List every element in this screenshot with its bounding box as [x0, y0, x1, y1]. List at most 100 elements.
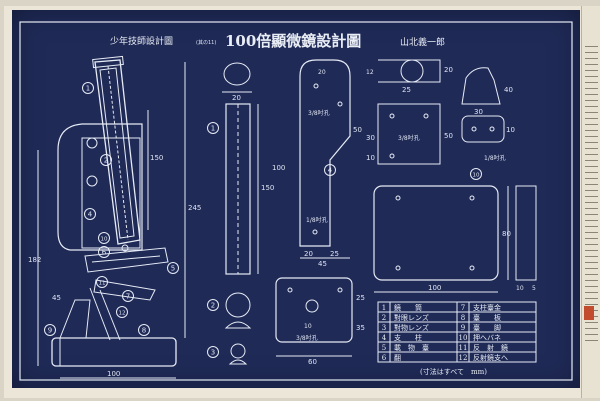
tube-drawing: 20 150 100	[222, 62, 285, 275]
eyepiece	[92, 55, 124, 69]
dim-clip-10: 10	[506, 126, 515, 134]
dim-bracket-25: 25	[330, 250, 339, 258]
dim-tube-height-150: 150	[261, 184, 274, 192]
table-cell-number: 9	[461, 324, 465, 332]
base-plate	[51, 337, 177, 367]
tube-inner	[99, 67, 135, 239]
table-cell-part: 反射鏡支へ	[473, 353, 508, 362]
hole-note-b: 1/8吋孔	[306, 216, 328, 224]
callout-circle	[82, 82, 94, 94]
dim-182: 182	[28, 256, 41, 264]
clip-side-view	[461, 67, 501, 105]
table-cell-number: 6	[382, 354, 387, 362]
table-cell-part: 反 射 鏡	[473, 343, 508, 352]
dim-piece-25: 25	[402, 86, 411, 94]
callout-number: 5	[171, 265, 175, 273]
table-cell-part: 臺 板	[473, 313, 501, 322]
hole-note-c: 3/8吋孔	[398, 134, 420, 142]
callout-number: 2	[104, 157, 108, 165]
callout-number: 9	[48, 327, 52, 335]
units-note: (寸法はすべて mm)	[420, 367, 487, 376]
callout-number: 4	[328, 167, 333, 175]
dim-piece-30: 30	[366, 134, 375, 142]
dim-stage-100: 100	[428, 284, 441, 292]
callout-number: 4	[88, 211, 93, 219]
callout-number: 11	[99, 281, 106, 287]
callout-circle	[98, 232, 110, 244]
table-cell-number: 11	[459, 344, 468, 352]
dim-side-10: 10	[516, 285, 524, 292]
table-cell-part: 載 物 臺	[394, 343, 429, 352]
table-cell-number: 10	[459, 334, 468, 342]
table-cell-part: 鏡 筒	[394, 303, 422, 312]
dim-bracket-50: 50	[353, 126, 362, 134]
callout-circle	[138, 324, 150, 336]
dim-tube-20: 20	[232, 94, 241, 102]
dim-tube-height-100: 100	[272, 164, 285, 172]
series-label: 少年技師設計圖	[110, 35, 173, 47]
dim-bracket-45: 45	[318, 260, 327, 268]
callout-number: 12	[119, 311, 126, 317]
callout-number: 6	[102, 249, 107, 257]
callout-circle	[100, 154, 112, 166]
table-cell-part: 支 柱	[394, 333, 422, 342]
keyhole-piece-drawing: 3/8吋孔 25 12 20 30 50 10	[366, 59, 453, 165]
hole-note-a: 3/8吋孔	[308, 109, 330, 117]
callout-number: 1	[211, 125, 215, 133]
callout-circle	[167, 262, 179, 274]
stage-plate	[373, 185, 499, 281]
dim-piece-50: 50	[444, 132, 453, 140]
dim-side-5: 5	[532, 285, 536, 292]
callout-circle	[324, 164, 336, 176]
hole-note-d: 1/8吋孔	[484, 154, 506, 162]
table-cell-number: 2	[382, 314, 386, 322]
pillar-plate	[81, 137, 141, 249]
table-cell-number: 5	[382, 344, 386, 352]
series-number: (其の11)	[196, 40, 216, 46]
screw-upper	[86, 137, 98, 149]
spine-text-lines	[585, 46, 598, 346]
callout-number: 2	[211, 302, 215, 310]
dim-clip-30: 30	[474, 108, 483, 116]
dim-piece-20: 20	[444, 66, 453, 74]
callout-number: 8	[142, 327, 146, 335]
callout-number: 7	[126, 293, 130, 301]
table-cell-part: 支柱臺金	[473, 303, 501, 312]
clip-base-view	[461, 115, 505, 143]
mirror-plate-drawing: 3/8吋孔 60 35 25 10	[275, 277, 365, 366]
dim-mirror-25: 25	[356, 294, 365, 302]
callout-circle	[122, 290, 134, 302]
body-tube	[94, 59, 141, 245]
keyhole-top-view	[378, 59, 441, 83]
dim-base-width: 100	[107, 370, 120, 378]
callout-circle	[84, 208, 96, 220]
callout-number: 10	[473, 173, 480, 179]
callout-number: 1	[86, 85, 90, 93]
callout-circle	[96, 276, 108, 288]
table-cell-number: 12	[459, 354, 468, 362]
lens-drawings	[224, 292, 252, 365]
dim-45: 45	[52, 294, 61, 302]
table-cell-part: 臺 脚	[473, 323, 501, 332]
callout-number: 10	[101, 237, 108, 243]
spring-clip-drawing: 40 30 10 1/8吋孔	[461, 67, 515, 162]
page-title: 100倍顯微鏡設計圖	[225, 32, 361, 50]
callout-number: 3	[211, 349, 215, 357]
lens-small	[230, 343, 246, 359]
table-cell-part: 對物レンズ	[394, 323, 429, 332]
spine-ribbon	[584, 306, 594, 320]
bracket-outline	[299, 59, 351, 247]
table-cell-part: 押へバネ	[473, 333, 501, 342]
dim-tube-150: 150	[150, 154, 163, 162]
mirror-plate	[275, 277, 353, 343]
tube-end-view	[223, 62, 251, 86]
dim-height-total: 245	[188, 204, 201, 212]
table-cell-part: 對眼レンズ	[394, 313, 429, 322]
table-cell-part: 翻	[394, 353, 401, 362]
bracket-drawing: 3/8吋孔 1/8吋孔 20 25 45 50 20	[299, 59, 362, 268]
callout-circle	[207, 122, 219, 134]
